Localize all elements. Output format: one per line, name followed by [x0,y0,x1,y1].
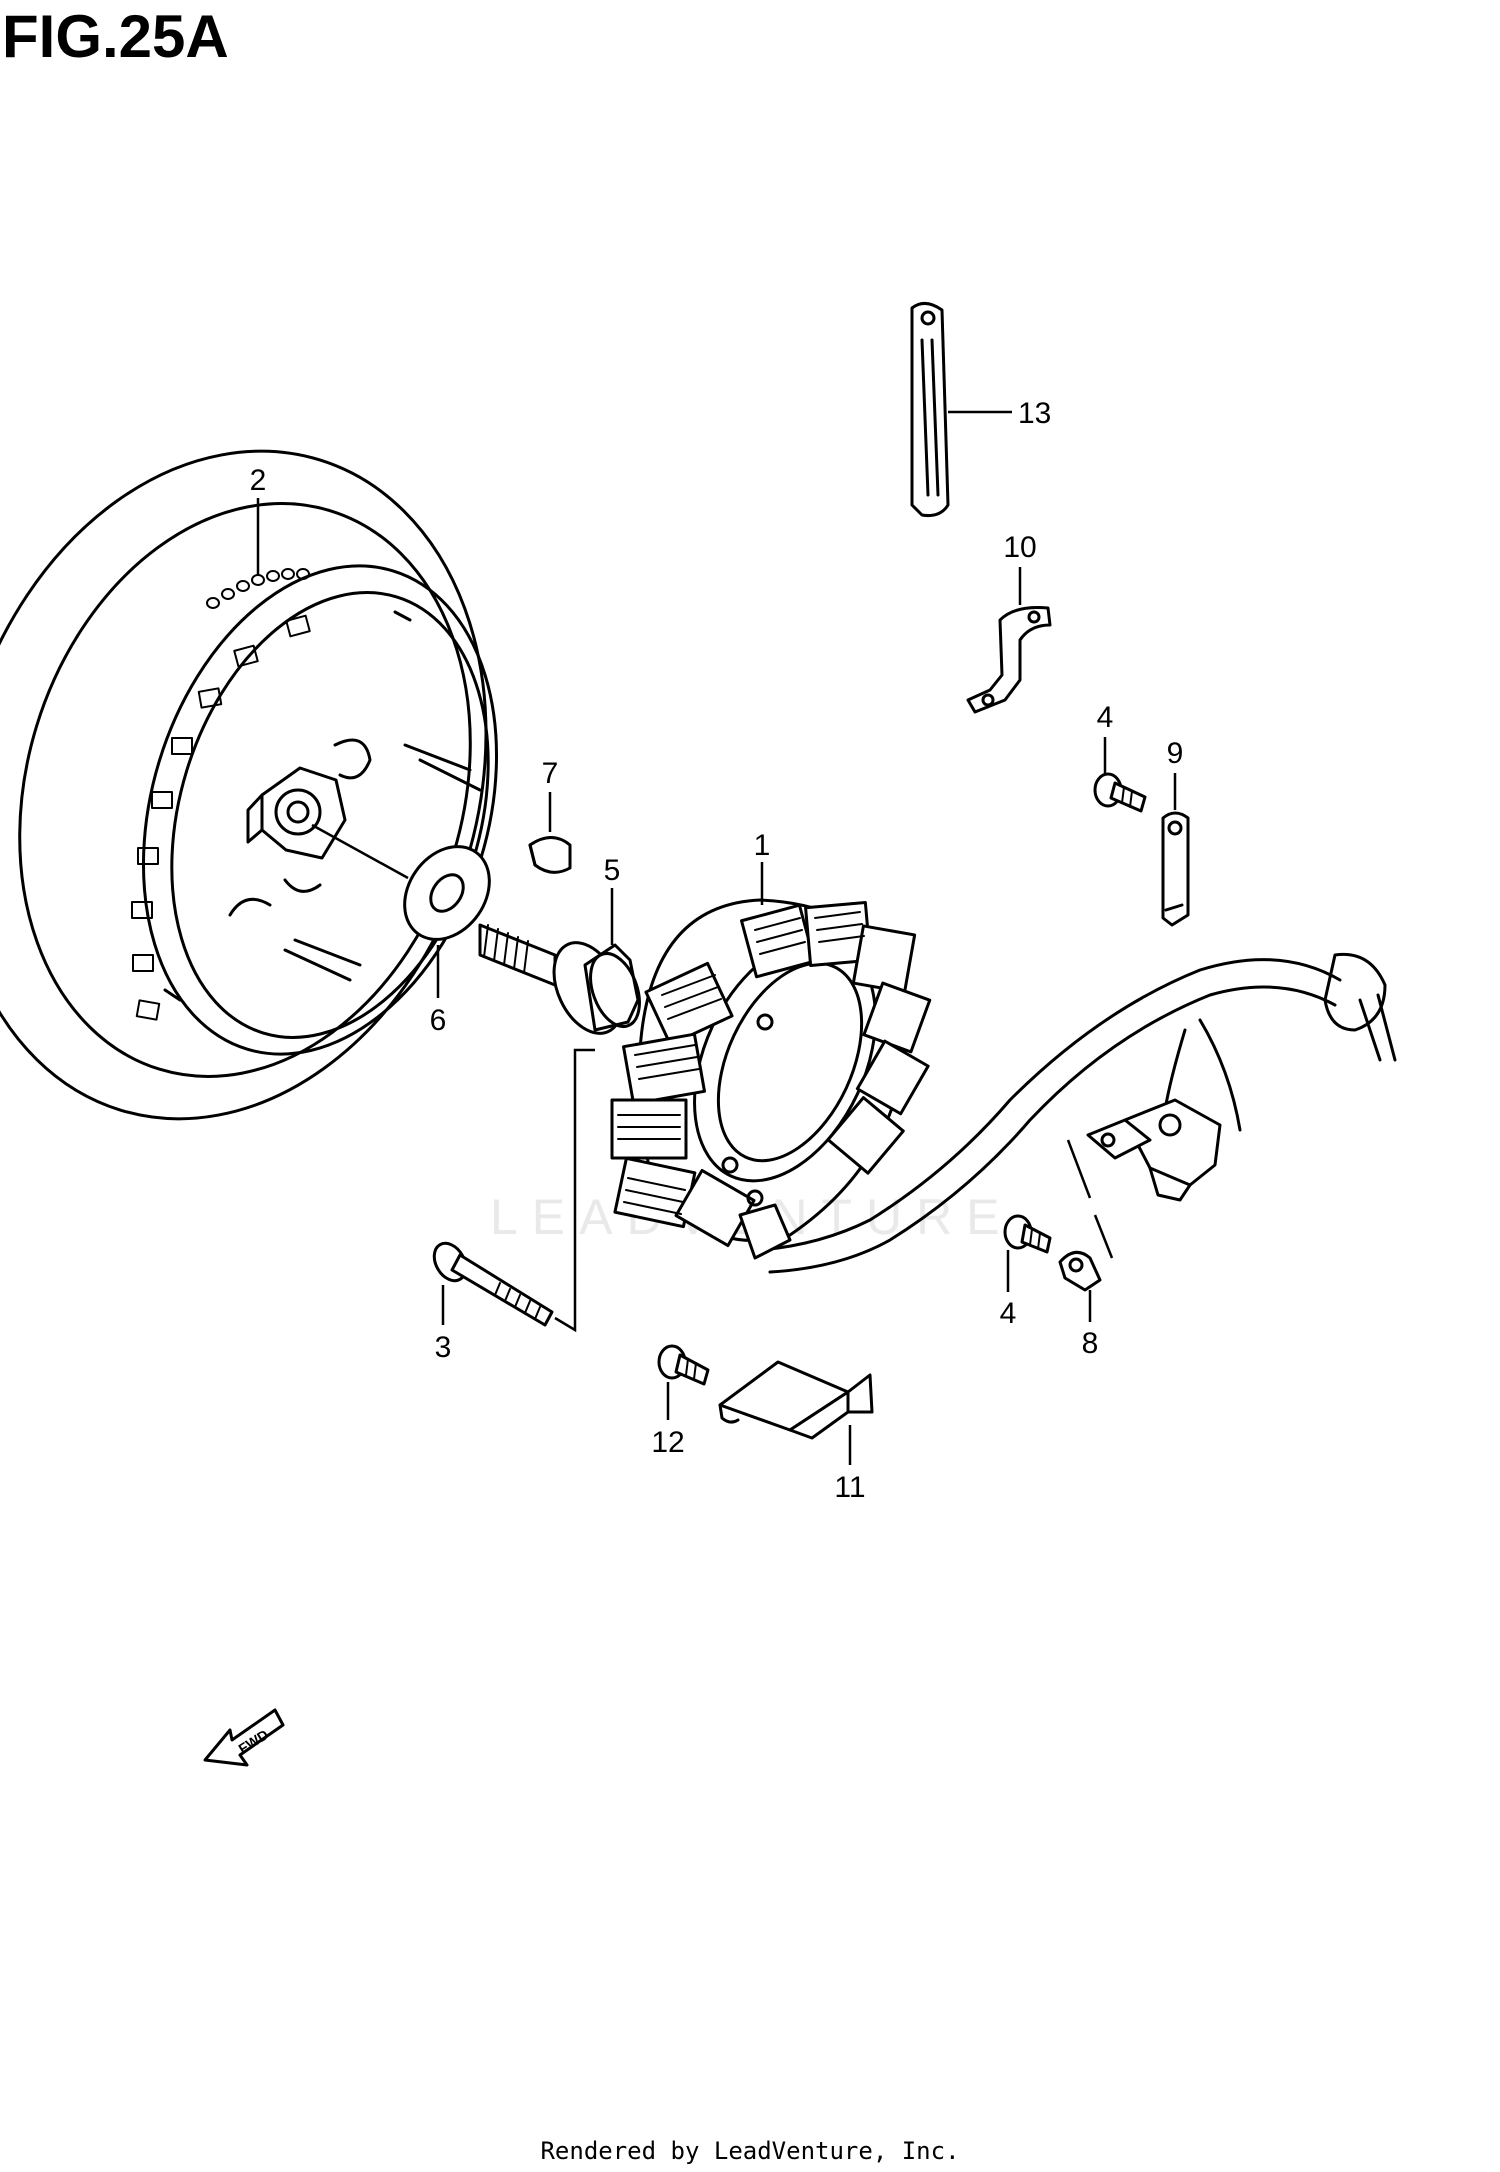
part-13-strap[interactable] [910,302,950,517]
part-10-clamp-bracket[interactable] [966,606,1052,714]
callout-12[interactable]: 12 [651,1426,684,1459]
part-8-clamp[interactable] [1058,1250,1102,1292]
fwd-direction-arrow: FWD [203,1708,285,1767]
callout-4-upper[interactable]: 4 [1097,701,1114,734]
callout-7[interactable]: 7 [542,757,559,790]
part-6-washer[interactable] [387,830,507,956]
callout-4-lower[interactable]: 4 [1000,1297,1017,1330]
leader-pickup-lower [1093,1214,1114,1259]
callout-13[interactable]: 13 [1018,397,1051,430]
leader-3-bracket [554,1048,595,1333]
part-12-screw[interactable] [657,1344,710,1386]
callout-3[interactable]: 3 [435,1331,452,1364]
part-1-stator-coil[interactable] [610,898,932,1248]
callout-8[interactable]: 8 [1082,1327,1099,1360]
callout-10[interactable]: 10 [1003,531,1036,564]
figure-title: FIG.25A [2,3,229,70]
part-5-rotor-bolt[interactable] [478,923,649,1044]
pickup-coil[interactable] [1086,1098,1222,1202]
part-3-stator-bolt[interactable] [428,1238,554,1327]
part-11-guide-plate[interactable] [718,1360,874,1440]
callout-6[interactable]: 6 [430,1004,447,1037]
leader-hub [311,823,409,880]
callout-2[interactable]: 2 [250,464,267,497]
callout-9[interactable]: 9 [1167,737,1184,770]
part-4-screw-upper[interactable] [1093,772,1147,813]
callout-5[interactable]: 5 [604,854,621,887]
part-7-woodruff-key[interactable] [528,836,572,874]
footer-credit: Rendered by LeadVenture, Inc. [540,2137,960,2165]
callout-1[interactable]: 1 [754,829,771,862]
part-2-flywheel-rotor[interactable] [0,384,566,1185]
callout-11[interactable]: 11 [834,1471,865,1504]
part-4-screw-lower[interactable] [1003,1214,1052,1254]
leader-pickup-upper [1066,1139,1092,1199]
part-9-clamp-strip[interactable] [1161,811,1190,927]
stator-wire-harness[interactable] [738,952,1397,1274]
